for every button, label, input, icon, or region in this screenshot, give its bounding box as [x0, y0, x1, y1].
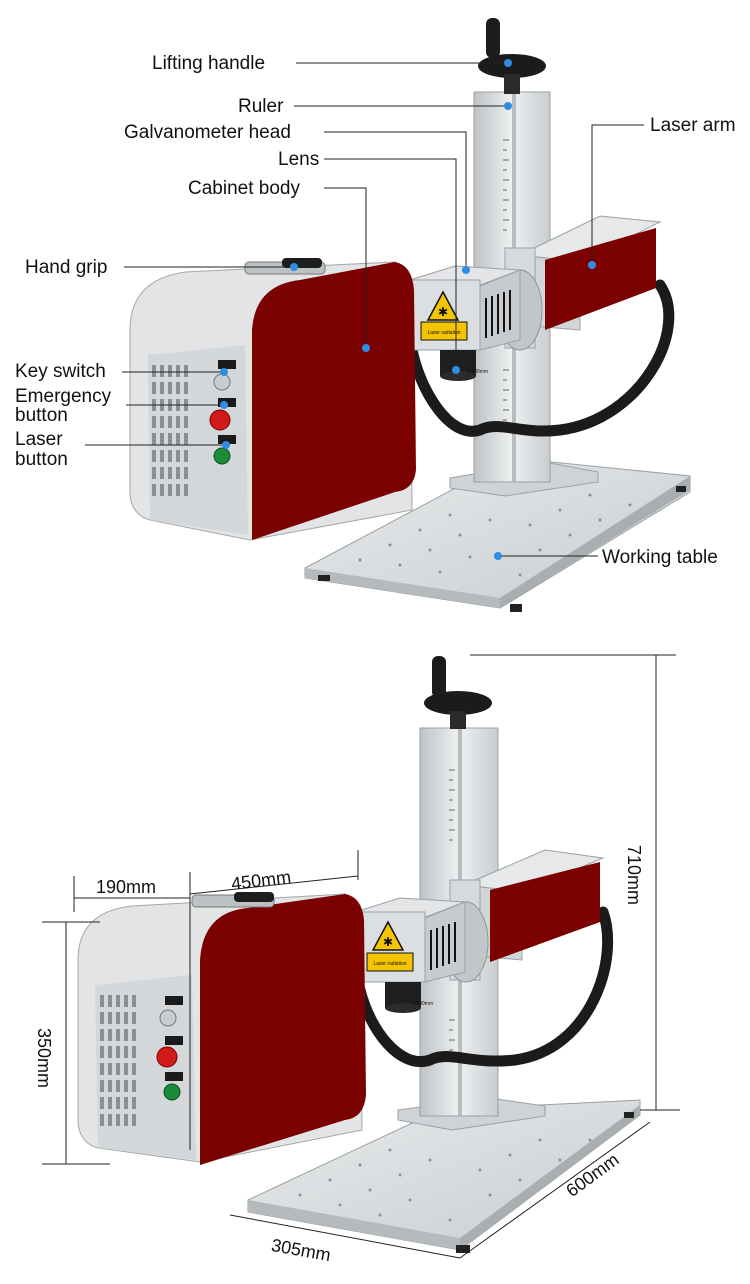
- dim-cabinet-length: 450mm: [230, 867, 292, 894]
- label-cabinet-body: Cabinet body: [188, 178, 300, 199]
- vent-slots: [100, 995, 136, 1126]
- laser-button: [213, 447, 231, 465]
- dim-cabinet-depth: 190mm: [96, 877, 156, 897]
- label-laser-button-2: button: [15, 449, 68, 470]
- key-switch: [213, 373, 231, 391]
- ruler: [503, 139, 509, 431]
- label-hand-grip: Hand grip: [25, 257, 107, 278]
- cable: [406, 279, 675, 437]
- laser-button: [163, 1083, 181, 1101]
- svg-text:✱: ✱: [383, 935, 393, 949]
- cable: [354, 906, 614, 1067]
- label-lifting-handle: Lifting handle: [152, 53, 265, 74]
- dimension-lines: [42, 654, 680, 1259]
- label-key-switch: Key switch: [15, 361, 106, 382]
- label-ruler: Ruler: [238, 96, 284, 117]
- lens-marking: f=100mm: [412, 1001, 433, 1007]
- top-machine: ✱ Laser radiation f=100mm: [129, 18, 691, 612]
- galvanometer-head: ✱ Laser radiation: [409, 265, 521, 351]
- emergency-button: [156, 1046, 178, 1068]
- dim-table-width: 305mm: [270, 1235, 333, 1265]
- emergency-button: [209, 409, 231, 431]
- label-laser-button-1: Laser: [15, 429, 63, 450]
- dim-total-height: 710mm: [624, 845, 644, 905]
- label-laser-arm: Laser arm: [650, 115, 736, 136]
- warning-label: Laser radiation: [427, 330, 460, 336]
- cabinet-red-panel: [252, 262, 416, 540]
- lens-marking: f=100mm: [467, 369, 488, 375]
- galvanometer-head: ✱ Laser radiation: [354, 897, 466, 983]
- dim-cabinet-height: 350mm: [34, 1028, 54, 1088]
- callout-lines: [85, 62, 644, 557]
- label-emergency-button-1: Emergency: [15, 386, 112, 407]
- label-working-table: Working table: [602, 547, 718, 568]
- key-switch: [159, 1009, 177, 1027]
- cabinet: [129, 258, 416, 541]
- svg-text:✱: ✱: [438, 305, 448, 319]
- warning-label: Laser radiation: [373, 961, 406, 967]
- lifting-handle: [424, 656, 492, 729]
- bottom-machine: ✱ Laser radiation f=100mm: [77, 656, 641, 1253]
- cabinet: [77, 892, 366, 1165]
- cabinet-red-panel: [200, 894, 366, 1165]
- label-emergency-button-2: button: [15, 405, 68, 426]
- callout-dots: [220, 59, 596, 560]
- label-lens: Lens: [278, 149, 319, 170]
- lens: f=100mm: [385, 982, 433, 1013]
- lifting-handle: [478, 18, 546, 94]
- label-galvanometer-head: Galvanometer head: [124, 122, 291, 143]
